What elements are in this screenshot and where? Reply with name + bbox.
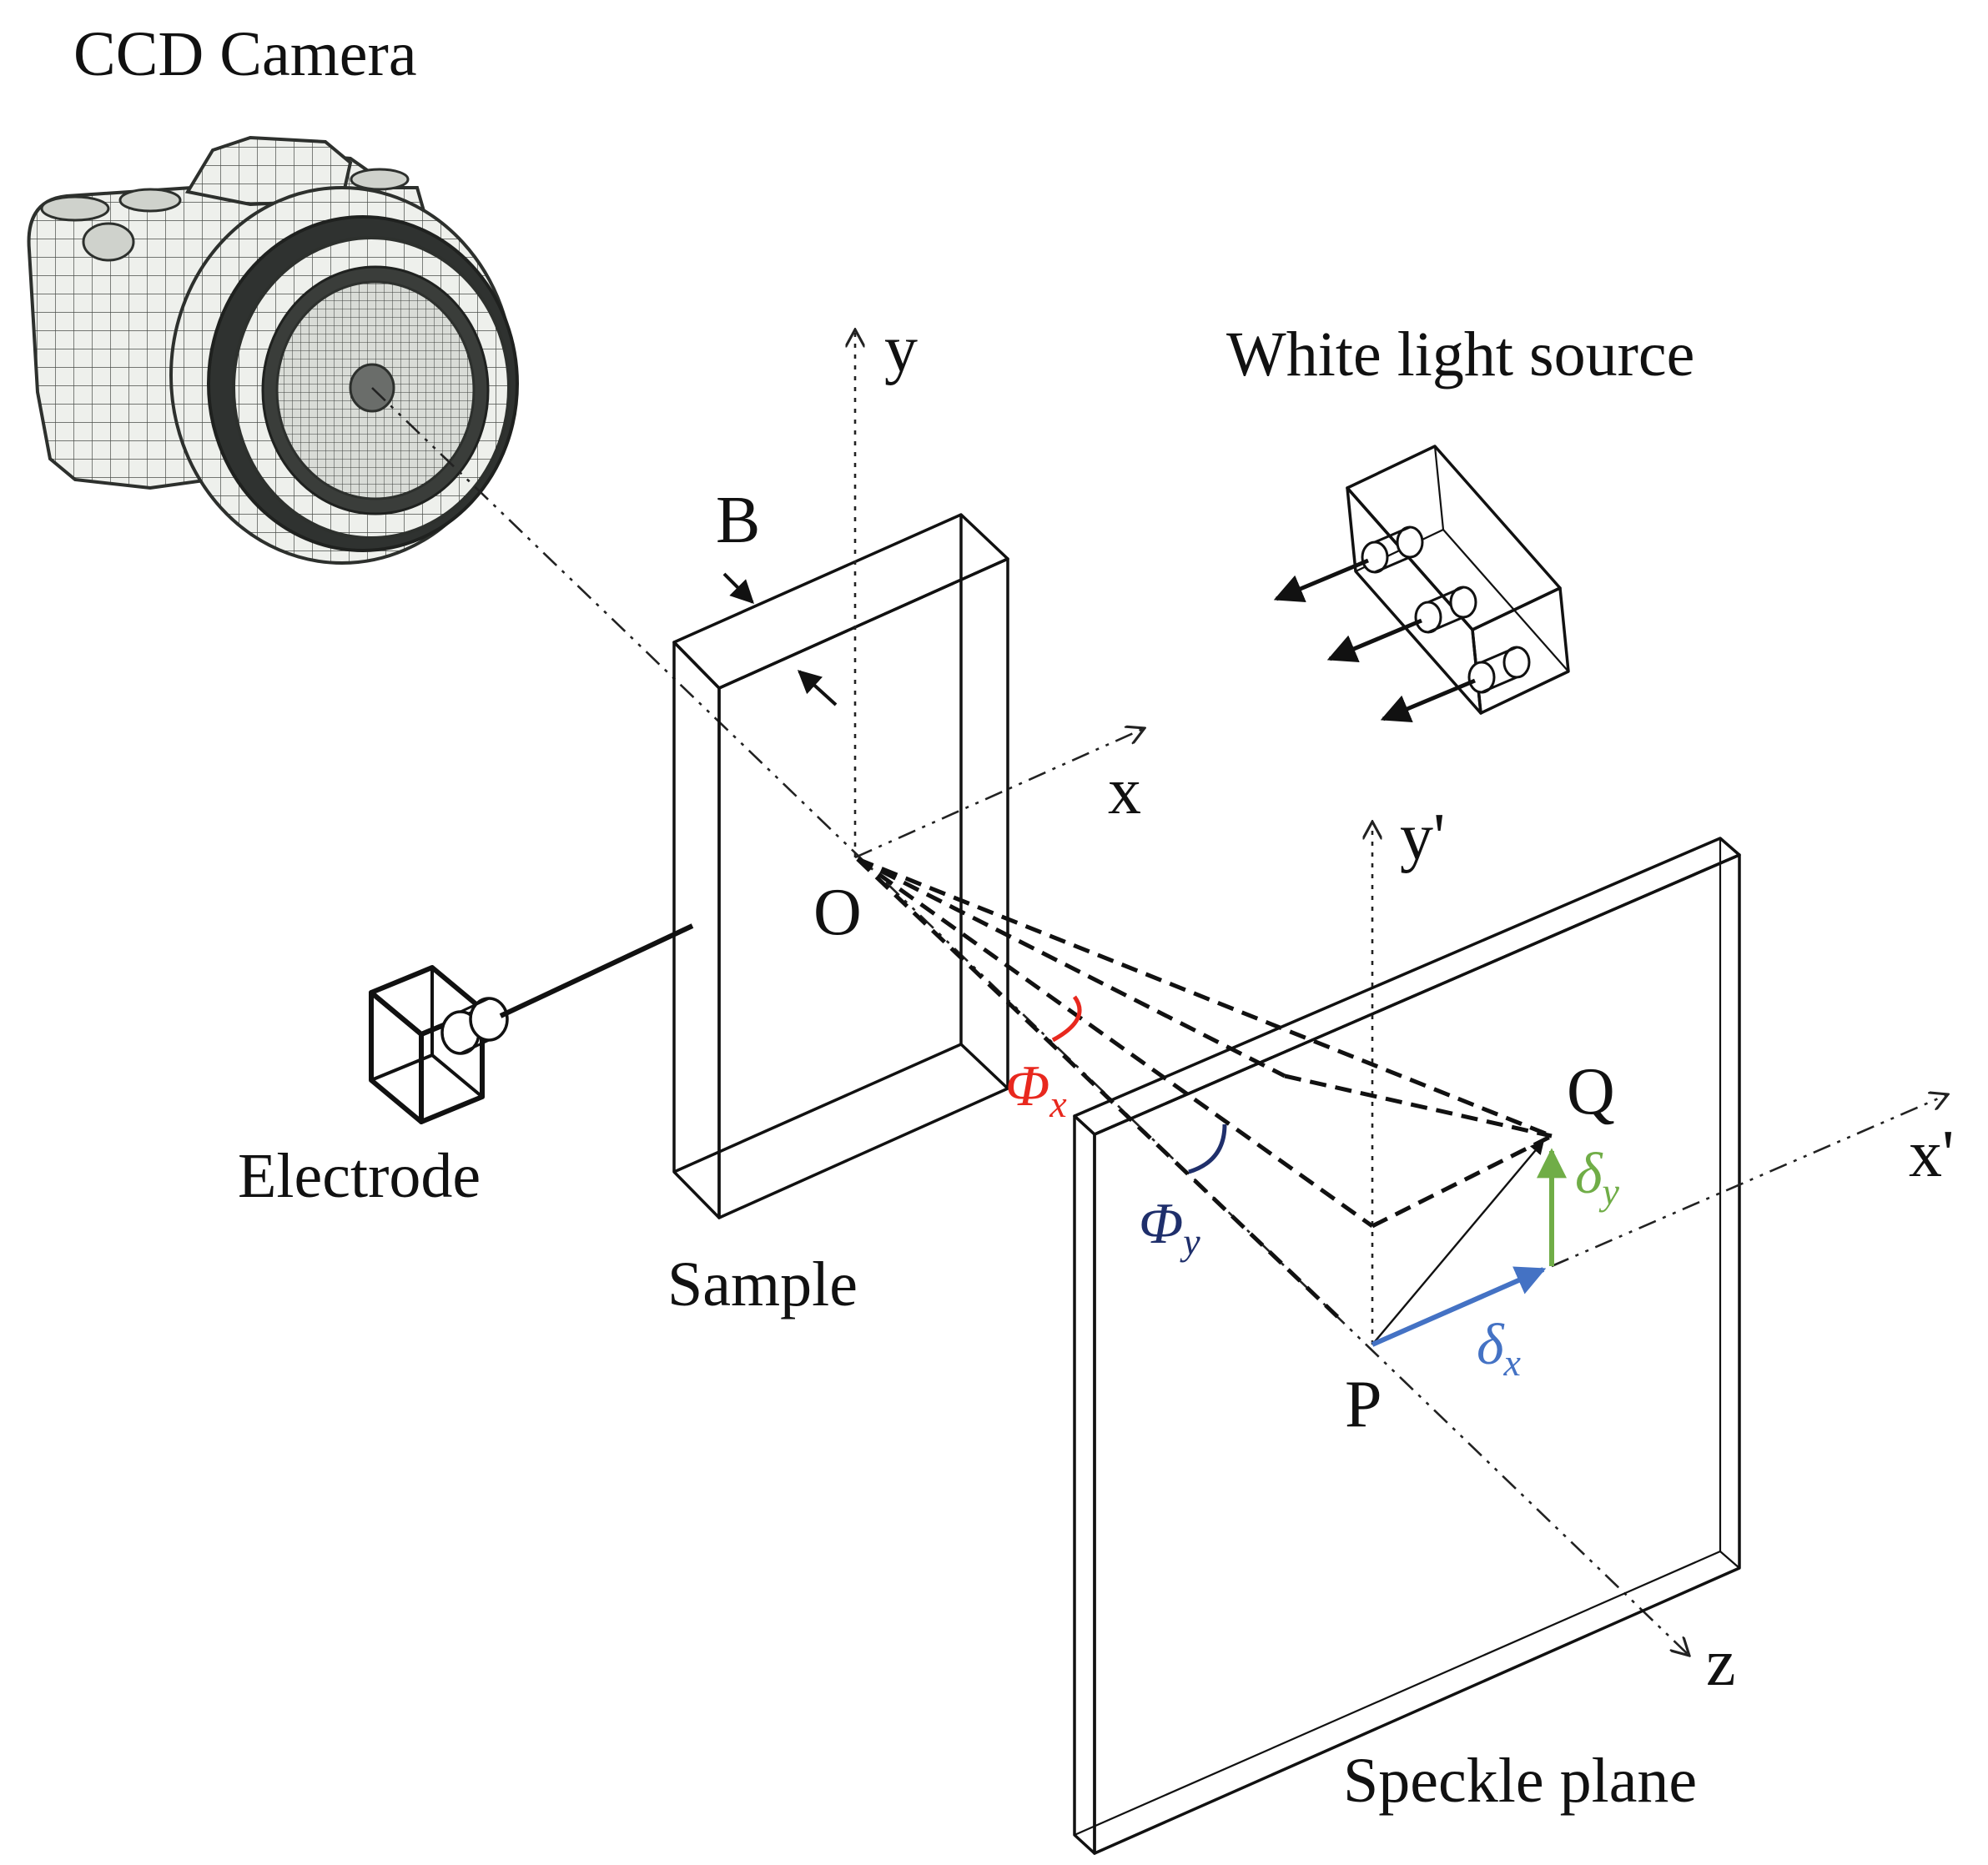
phi-x-arc — [1051, 995, 1082, 1043]
speckle-plane — [1073, 837, 1741, 1855]
thickness-arrow-inner — [797, 670, 838, 706]
delta-y-label: δy — [1575, 1142, 1620, 1213]
phi-y-label: Φy — [1139, 1192, 1200, 1263]
deflected-rays — [856, 857, 1553, 1324]
axis-y-label: y — [884, 313, 918, 386]
origin-label: O — [813, 876, 862, 949]
thickness-arrow-outer — [722, 572, 754, 604]
camera-label: CCD Camera — [73, 19, 417, 89]
white-light-source-icon — [1273, 445, 1570, 722]
point-p-label: P — [1345, 1368, 1382, 1441]
light-source-label: White light source — [1226, 319, 1694, 390]
sample-label: Sample — [667, 1249, 858, 1320]
axis-x — [854, 728, 1145, 859]
delta-x-label: δx — [1477, 1313, 1522, 1384]
sample-block — [672, 513, 1009, 1219]
axis-x-prime-label: x' — [1909, 1118, 1954, 1191]
phi-y-arc — [1188, 1124, 1227, 1174]
axis-z-label: z — [1706, 1626, 1736, 1700]
point-q-label: Q — [1567, 1055, 1615, 1129]
electrode-icon — [369, 923, 694, 1124]
speckle-plane-label: Speckle plane — [1343, 1746, 1697, 1816]
delta-x-arrow — [1371, 1266, 1547, 1347]
electrode-label: Electrode — [238, 1141, 481, 1211]
displacement-vector-pq — [1371, 1139, 1545, 1345]
axis-x-prime — [1551, 1094, 1948, 1268]
ccd-camera-icon — [27, 135, 519, 565]
axis-x-label: x — [1108, 755, 1141, 828]
phi-x-label: Φx — [1005, 1054, 1067, 1125]
thickness-label: B — [716, 484, 760, 557]
axis-y-prime-label: y' — [1400, 801, 1445, 874]
